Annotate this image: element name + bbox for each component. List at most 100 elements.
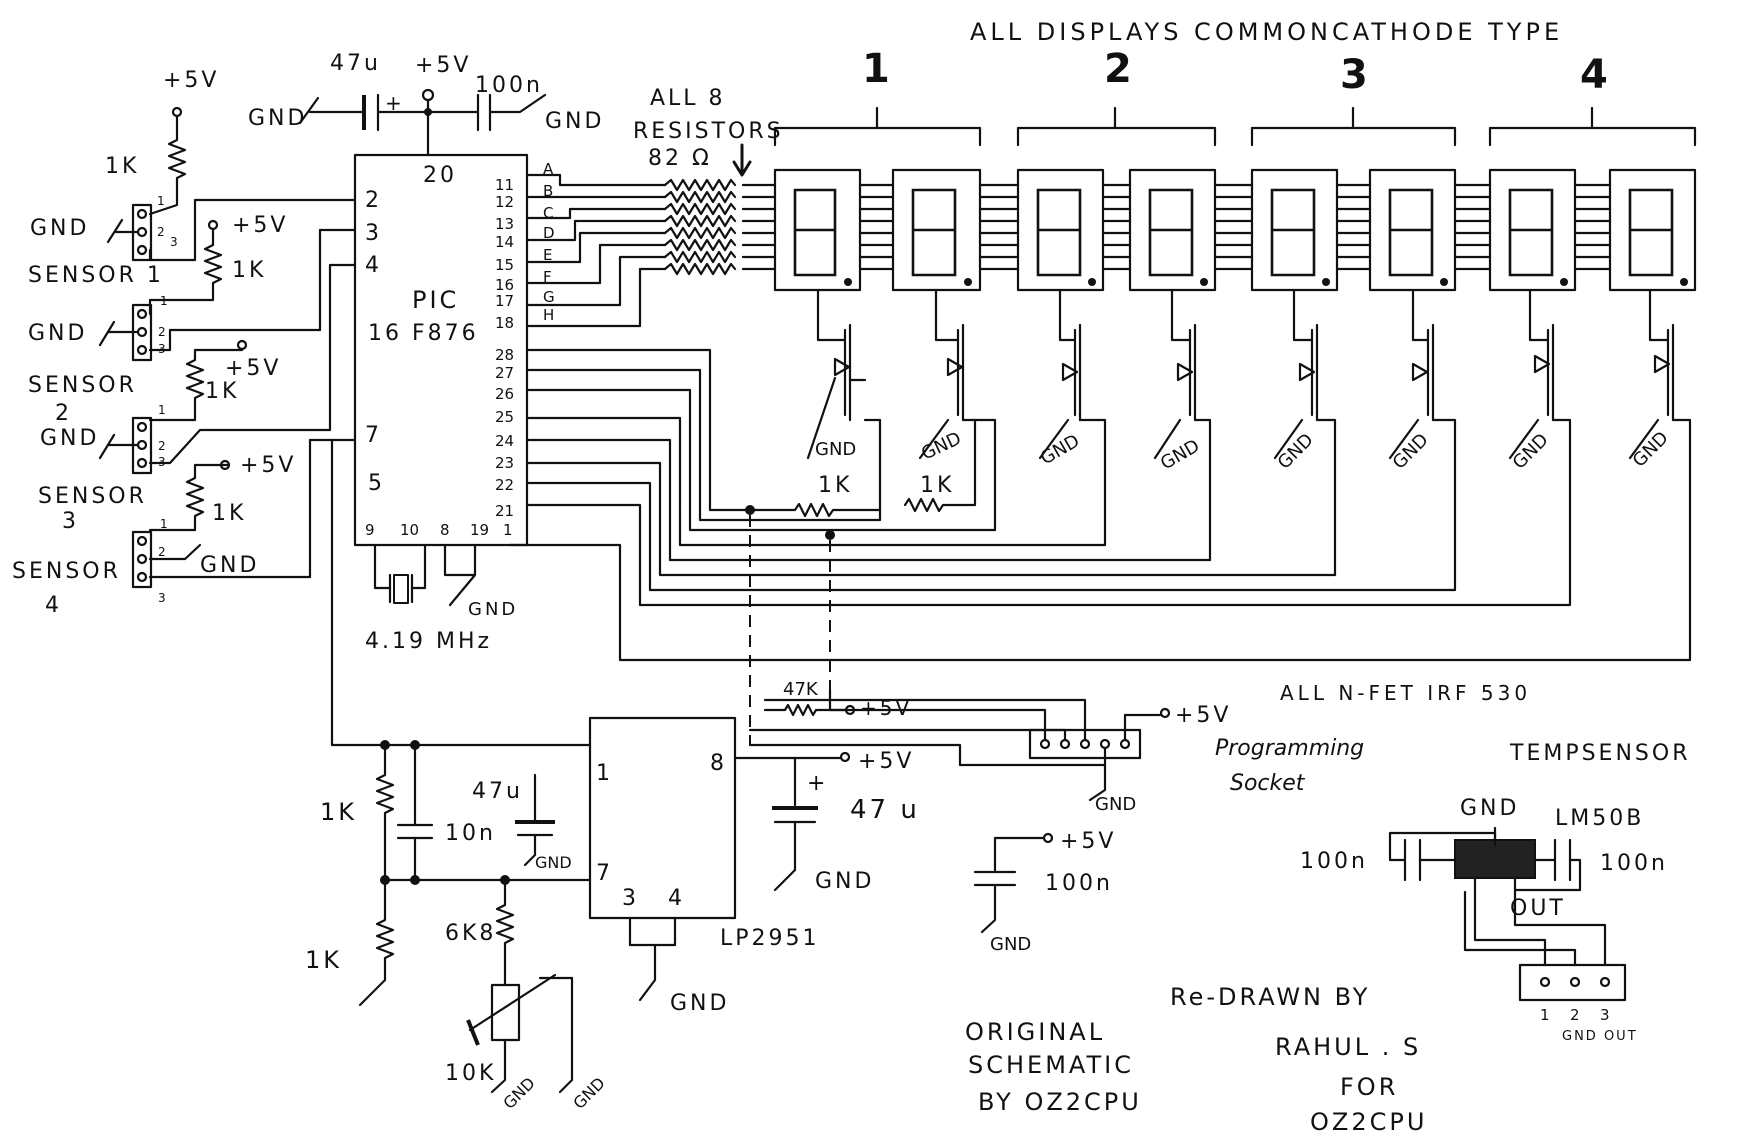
sensor4-resistor: 1K (212, 501, 246, 526)
fet-2 (918, 288, 965, 460)
temp-out: OUT (1510, 896, 1566, 921)
mcu-right-pin-labels: 11 12 13 14 15 16 17 18 28 27 26 25 24 2… (495, 176, 514, 520)
reg-r-bottom: 1K (305, 946, 342, 974)
mcu-name-2: 16 F876 (368, 321, 479, 346)
mcu-right-pin: 12 (495, 193, 514, 211)
group-label-1: 1 (862, 46, 890, 92)
bias-resistor-wires (748, 418, 977, 518)
display-3a (1250, 168, 1339, 292)
sensor4-label-a: SENSOR (12, 559, 121, 584)
reg-out-gnd: GND (815, 869, 874, 894)
mcu-left-pin: 7 (365, 423, 382, 448)
sensor3-label-a: SENSOR (38, 484, 147, 509)
decoupling-gnd: GND (990, 934, 1031, 955)
programming-socket-pins (1039, 738, 1131, 750)
reg-supply: +5V (858, 749, 914, 774)
segment-letter: A (543, 160, 554, 178)
programming-label-2: Socket (1230, 771, 1306, 796)
sensor3-supply: +5V (225, 356, 281, 381)
credit-redrawn-2: RAHUL . S (1275, 1033, 1421, 1061)
gnd-top-right: GND (545, 109, 604, 134)
segment-wires (525, 173, 667, 328)
fet-gnd: GND (815, 439, 856, 460)
top-decoupling: + (298, 88, 547, 157)
reg-r-series: 6K8 (445, 921, 496, 946)
sensor3-resistor: 1K (205, 379, 239, 404)
sensor-pin: 3 (170, 235, 178, 249)
fet-6 (1388, 288, 1435, 460)
credit-redrawn-1: Re-DRAWN BY (1170, 983, 1370, 1011)
sensor3-gnd: GND (40, 426, 99, 451)
reg-cap-in: 47u (472, 779, 523, 804)
sensor4-gnd: GND (200, 553, 259, 578)
down-arrow-icon (732, 143, 752, 177)
gnd-top-left: GND (248, 106, 307, 131)
sensor1-gnd: GND (30, 216, 89, 241)
mcu-right-pin: 25 (495, 408, 514, 426)
temp-cap-right: 100n (1600, 851, 1668, 876)
resistor-note-value: 82 Ω (648, 146, 712, 171)
mcu-right-pin: 14 (495, 233, 514, 251)
mcu-right-pin: 18 (495, 314, 514, 332)
sensor-pin: 2 (157, 225, 165, 239)
seven-segment-displays (773, 168, 1697, 292)
group-label-2: 2 (1104, 46, 1132, 92)
fet-gnd: GND (1509, 429, 1553, 473)
sensor-pin: 1 (157, 194, 165, 208)
lm50b-chip (1454, 839, 1536, 879)
segment-letter: D (543, 224, 555, 242)
sensor2-supply: +5V (232, 213, 288, 238)
sensor-pin: 2 (158, 545, 166, 559)
mcu-right-pin: 15 (495, 256, 514, 274)
segment-bus (858, 183, 1612, 271)
fet-gnd: GND (1629, 427, 1673, 471)
segment-resistors (663, 178, 777, 276)
segment-letter: G (543, 288, 555, 306)
decoupling-supply: +5V (1060, 829, 1116, 854)
display-4b (1608, 168, 1697, 292)
display-3b (1368, 168, 1457, 292)
sensor3-label-b: 3 (62, 509, 79, 534)
display-2a (1016, 168, 1105, 292)
mcu-name-1: PIC (412, 286, 459, 314)
regulator-pin: 4 (668, 886, 685, 911)
regulator-pin: 3 (622, 886, 639, 911)
sensor2-gnd: GND (28, 321, 87, 346)
fet-gnd: GND (918, 428, 964, 464)
fet-gnd: GND (1037, 431, 1083, 470)
mcu-right-pin: 26 (495, 385, 514, 403)
mcu-bottom-pin: 9 (365, 521, 375, 539)
credit-redrawn-4: OZ2CPU (1310, 1108, 1427, 1136)
decoupling-cap (973, 836, 1046, 934)
sensor-pin: 1 (160, 517, 168, 531)
mcu-bottom-pin: 10 (400, 521, 419, 539)
temp-part: LM50B (1555, 806, 1644, 831)
display-1a (773, 168, 862, 292)
sensor-wiring (98, 106, 357, 579)
mcu-pin-20: 20 (423, 163, 457, 188)
mcu-right-pin: 23 (495, 454, 514, 472)
programming-wires (748, 688, 1162, 802)
fet-gnd-labels: GND GND GND GND GND GND GND GND (815, 427, 1673, 474)
fet-7 (1508, 288, 1555, 460)
mcu-right-pin: 21 (495, 502, 514, 520)
mcu-bottom-pin: 19 (470, 521, 489, 539)
temp-cap-left: 100n (1300, 849, 1368, 874)
display-1b (891, 168, 982, 292)
sensor2-label-a: SENSOR (28, 373, 137, 398)
mcu-bottom-pin: 8 (440, 521, 450, 539)
mcu-left-pin: 3 (365, 221, 382, 246)
temp-header-labels: GND OUT (1562, 1029, 1638, 1044)
sensor1-supply: +5V (163, 68, 219, 93)
sensor-pin: 3 (158, 591, 166, 605)
mcu-right-pin: 17 (495, 292, 514, 310)
cap-100n-label: 100n (475, 73, 543, 98)
mcu-bottom-pin-labels: 9 10 8 19 1 (365, 521, 513, 539)
fet-array (806, 288, 1675, 460)
sensor-pin: 2 (158, 325, 166, 339)
diagram-title: ALL DISPLAYS COMMONCATHODE TYPE (970, 18, 1563, 46)
sensor1-label: SENSOR 1 (28, 263, 164, 288)
programming-gnd: GND (1095, 794, 1136, 815)
mcu-left-pin: 5 (368, 471, 385, 496)
temp-gnd: GND (1460, 796, 1519, 821)
